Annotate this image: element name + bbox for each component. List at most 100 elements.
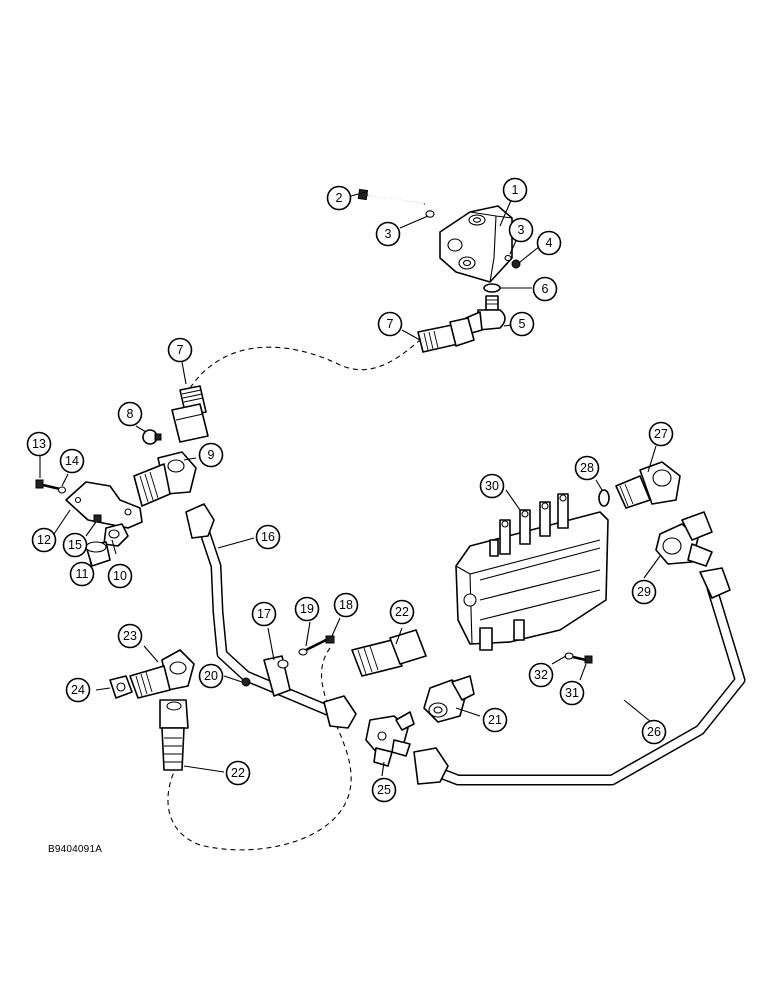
callout-number: 5 bbox=[519, 317, 526, 331]
callouts bbox=[39, 191, 661, 777]
callout-circle bbox=[377, 311, 403, 337]
callout-circle bbox=[631, 579, 657, 605]
callout-circle bbox=[59, 448, 85, 474]
elbow-fitting-part-29 bbox=[655, 511, 713, 567]
callout-circle bbox=[31, 527, 57, 553]
callout-8: 8 bbox=[117, 401, 143, 427]
callout-circle bbox=[198, 663, 224, 689]
callout-21: 21 bbox=[482, 707, 508, 733]
callout-circle bbox=[508, 217, 534, 243]
callout-18: 18 bbox=[333, 592, 359, 618]
callout-number: 12 bbox=[37, 533, 51, 547]
callout-15: 15 bbox=[62, 532, 88, 558]
fitting-part-7-left bbox=[171, 385, 209, 443]
callout-29: 29 bbox=[631, 579, 657, 605]
callout-30: 30 bbox=[479, 473, 505, 499]
callout-circle bbox=[117, 623, 143, 649]
washer-part-19 bbox=[298, 648, 308, 656]
tube-part-16 bbox=[185, 503, 357, 729]
washer-part-3-left bbox=[425, 210, 435, 218]
callout-number: 20 bbox=[204, 669, 218, 683]
callout-number: 13 bbox=[32, 437, 46, 451]
callout-number: 17 bbox=[257, 607, 271, 621]
callout-6: 6 bbox=[532, 276, 558, 302]
callout-circle bbox=[479, 473, 505, 499]
callout-circle bbox=[225, 760, 251, 786]
callout-9: 9 bbox=[198, 442, 224, 468]
callout-17: 17 bbox=[251, 601, 277, 627]
screw-part-31 bbox=[572, 655, 593, 664]
screw-part-13 bbox=[35, 479, 61, 491]
callout-circle bbox=[69, 561, 95, 587]
callout-circle bbox=[375, 221, 401, 247]
cap-part-8 bbox=[142, 429, 162, 445]
callout-number: 14 bbox=[65, 454, 79, 468]
callout-number: 1 bbox=[512, 183, 519, 197]
nut-part-15 bbox=[93, 514, 102, 523]
callout-circle bbox=[532, 276, 558, 302]
callout-number: 28 bbox=[580, 461, 594, 475]
figure-code: B9404091A bbox=[48, 844, 103, 855]
callout-circle bbox=[371, 777, 397, 803]
callout-number: 29 bbox=[637, 585, 651, 599]
callout-25: 25 bbox=[371, 777, 397, 803]
callout-number: 2 bbox=[336, 191, 343, 205]
callout-circle bbox=[26, 431, 52, 457]
callout-circle bbox=[167, 337, 193, 363]
fitting-part-22-lower bbox=[159, 699, 189, 771]
callout-7: 7 bbox=[377, 311, 403, 337]
tee-fitting-part-25 bbox=[365, 711, 415, 767]
control-valve-part-30 bbox=[455, 493, 609, 651]
fitting-part-7-upper bbox=[417, 317, 475, 353]
washer-part-14 bbox=[57, 486, 67, 494]
callout-28: 28 bbox=[574, 455, 600, 481]
callout-number: 8 bbox=[127, 407, 134, 421]
callout-number: 6 bbox=[542, 282, 549, 296]
o-ring-part-28 bbox=[598, 489, 610, 507]
callout-26: 26 bbox=[641, 719, 667, 745]
callout-number: 32 bbox=[534, 668, 548, 682]
o-ring-part-6 bbox=[483, 283, 501, 293]
clamp-part-17 bbox=[263, 655, 291, 697]
nut-part-4 bbox=[511, 259, 521, 269]
callout-2: 2 bbox=[326, 185, 352, 211]
callout-31: 31 bbox=[559, 680, 585, 706]
callout-circle bbox=[251, 601, 277, 627]
callout-14: 14 bbox=[59, 448, 85, 474]
callout-20: 20 bbox=[198, 663, 224, 689]
callout-circle bbox=[536, 230, 562, 256]
callout-5: 5 bbox=[509, 311, 535, 337]
callout-number: 26 bbox=[647, 725, 661, 739]
callout-number: 3 bbox=[385, 227, 392, 241]
sleeve-part-11 bbox=[85, 541, 111, 567]
callout-circle bbox=[482, 707, 508, 733]
callout-number: 22 bbox=[231, 766, 245, 780]
callout-number: 10 bbox=[113, 569, 127, 583]
callout-circle bbox=[389, 599, 415, 625]
callout-circle bbox=[648, 421, 674, 447]
valve-body-part-1 bbox=[439, 205, 513, 283]
elbow-fitting-part-23 bbox=[129, 649, 195, 699]
callout-10: 10 bbox=[107, 563, 133, 589]
hose-route-upper bbox=[189, 339, 421, 389]
fitting-part-22-upper bbox=[351, 629, 427, 677]
callout-number: 18 bbox=[339, 598, 353, 612]
callout-number: 7 bbox=[177, 343, 184, 357]
callout-11: 11 bbox=[69, 561, 95, 587]
callout-23: 23 bbox=[117, 623, 143, 649]
nut-part-10 bbox=[103, 523, 129, 547]
callout-circle bbox=[502, 177, 528, 203]
callout-24: 24 bbox=[65, 677, 91, 703]
nut-part-20 bbox=[241, 677, 251, 687]
callout-circle bbox=[65, 677, 91, 703]
callout-circle bbox=[62, 532, 88, 558]
callout-circle bbox=[559, 680, 585, 706]
callout-number: 4 bbox=[546, 236, 553, 250]
callout-circle bbox=[117, 401, 143, 427]
callout-number: 24 bbox=[71, 683, 85, 697]
elbow-fitting-part-21 bbox=[423, 675, 475, 723]
callout-circle bbox=[198, 442, 224, 468]
callout-number: 9 bbox=[208, 448, 215, 462]
